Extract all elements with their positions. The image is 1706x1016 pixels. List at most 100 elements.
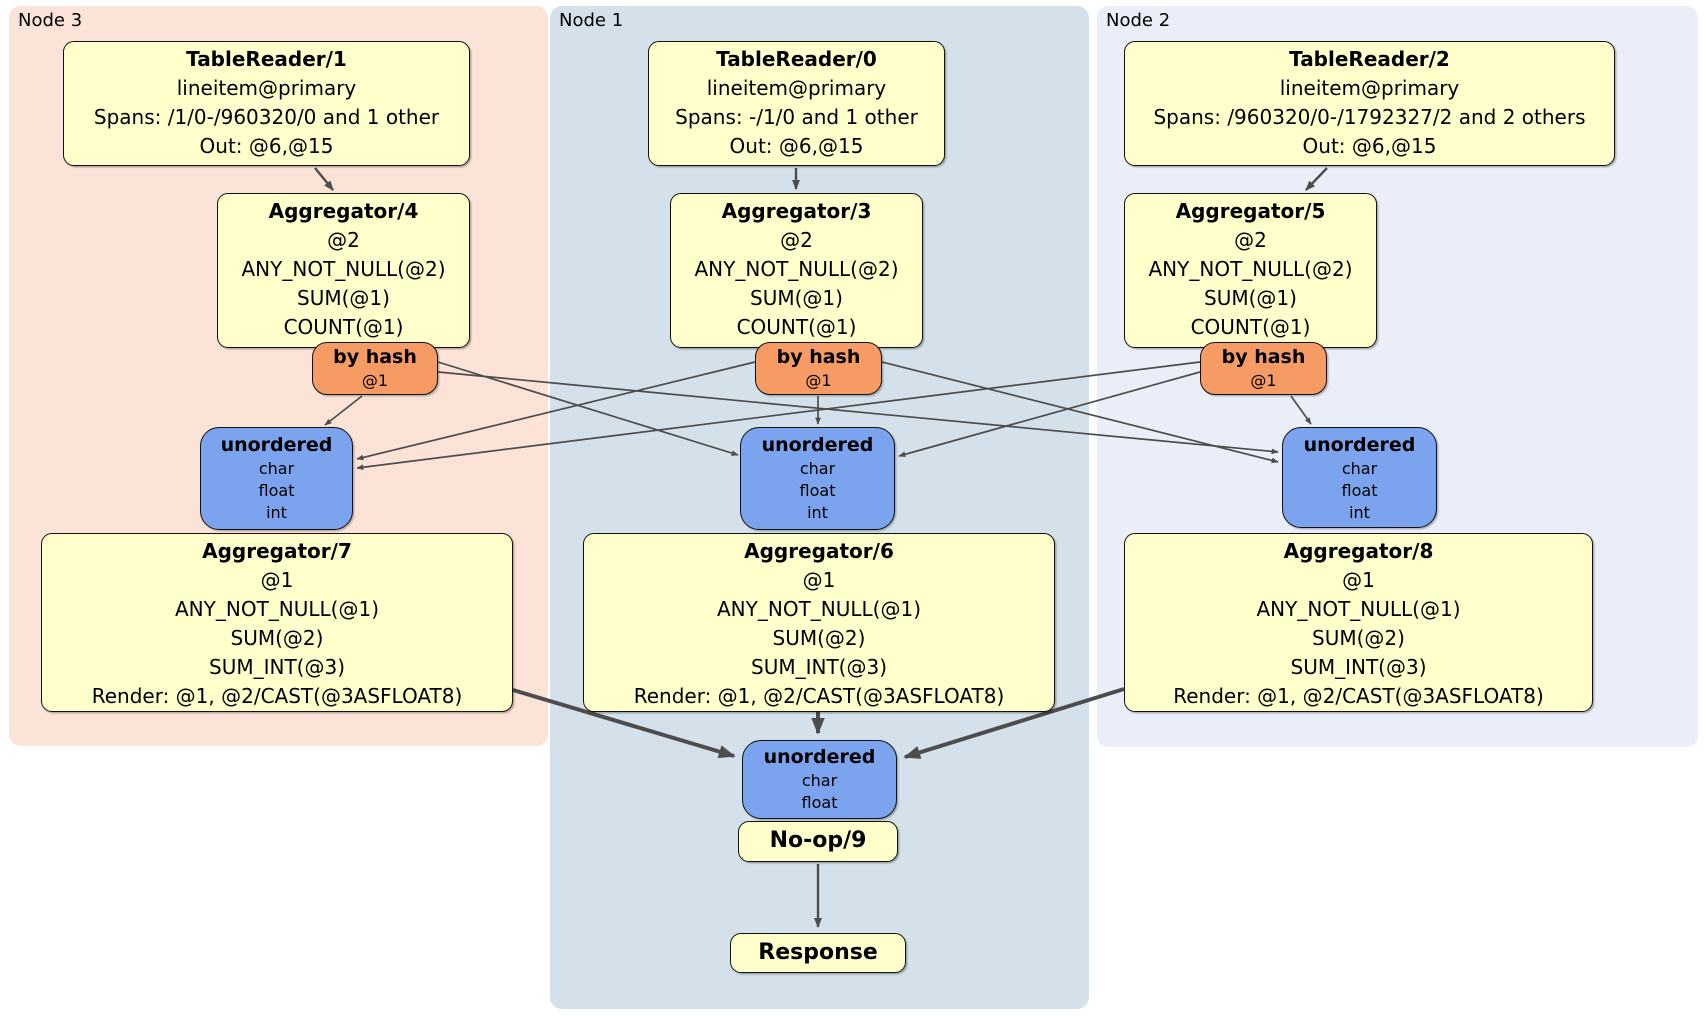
router-title: by hash	[1221, 346, 1306, 368]
processor-detail: SUM(@2)	[1312, 626, 1405, 650]
processor-detail: SUM(@2)	[230, 626, 324, 650]
hash-router-4: by hash @1	[312, 342, 438, 395]
edge-tr1-agg4	[314, 167, 334, 191]
processor-detail: Spans: -/1/0 and 1 other	[675, 105, 918, 129]
sync-detail: float	[258, 481, 295, 500]
edge-hash5-sync1	[898, 371, 1201, 458]
processor-detail: @2	[780, 228, 813, 252]
table-reader-1-box: TableReader/1 lineitem@primary Spans: /1…	[63, 41, 470, 166]
processor-detail: Render: @1, @2/CAST(@3ASFLOAT8)	[91, 684, 463, 708]
table-reader-2-box: TableReader/2 lineitem@primary Spans: /9…	[1124, 41, 1615, 166]
unordered-sync-node1: unordered char float int	[740, 427, 895, 530]
sync-detail: float	[1341, 481, 1378, 500]
hash-router-3: by hash @1	[755, 342, 882, 395]
sync-detail: char	[1341, 459, 1378, 478]
region-label: Node 2	[1106, 10, 1171, 31]
processor-detail: Out: @6,@15	[729, 134, 864, 158]
edge-hash4-sync3	[324, 395, 363, 426]
processor-detail: @2	[327, 228, 360, 252]
processor-detail: COUNT(@1)	[736, 315, 857, 339]
unordered-sync-node3: unordered char float int	[200, 427, 353, 530]
processor-detail: SUM(@1)	[1204, 286, 1297, 310]
processor-title: TableReader/0	[716, 47, 877, 71]
edge-tr2-agg5	[1305, 167, 1328, 191]
unordered-sync-node2: unordered char float int	[1282, 427, 1437, 528]
router-detail: @1	[361, 371, 389, 390]
unordered-sync-final: unordered char float	[742, 740, 897, 819]
processor-detail: COUNT(@1)	[1190, 315, 1311, 339]
edge-agg8-finalsync	[903, 687, 1125, 759]
processor-detail: SUM_INT(@3)	[1290, 655, 1427, 679]
processor-title: TableReader/2	[1289, 47, 1450, 71]
processor-detail: ANY_NOT_NULL(@1)	[1256, 597, 1461, 621]
router-detail: @1	[1250, 371, 1277, 390]
aggregator-6-box: Aggregator/6 @1 ANY_NOT_NULL(@1) SUM(@2)…	[583, 533, 1055, 712]
edge-hash4-sync2	[437, 371, 1279, 455]
processor-detail: @1	[1342, 568, 1375, 592]
processor-detail: Spans: /1/0-/960320/0 and 1 other	[93, 105, 440, 129]
edge-hash3-sync2	[881, 361, 1279, 464]
aggregator-3-box: Aggregator/3 @2 ANY_NOT_NULL(@2) SUM(@1)…	[670, 193, 923, 348]
sync-title: unordered	[763, 746, 876, 768]
processor-detail: SUM_INT(@3)	[209, 655, 345, 679]
aggregator-5-box: Aggregator/5 @2 ANY_NOT_NULL(@2) SUM(@1)…	[1124, 193, 1377, 348]
edge-hash3-sync3	[356, 361, 756, 461]
processor-detail: Out: @6,@15	[1302, 134, 1437, 158]
edge-agg7-finalsync	[512, 688, 736, 759]
processor-detail: SUM(@1)	[750, 286, 843, 310]
processor-detail: @1	[802, 568, 836, 592]
processor-detail: Render: @1, @2/CAST(@3ASFLOAT8)	[633, 684, 1005, 708]
processor-title: No-op/9	[769, 828, 867, 853]
processor-detail: SUM(@1)	[297, 286, 390, 310]
processor-title: Aggregator/4	[268, 199, 419, 223]
aggregator-8-box: Aggregator/8 @1 ANY_NOT_NULL(@1) SUM(@2)…	[1124, 533, 1593, 712]
processor-detail: Out: @6,@15	[199, 134, 334, 158]
processor-detail: lineitem@primary	[1279, 76, 1460, 100]
sync-detail: int	[807, 503, 828, 522]
processor-detail: ANY_NOT_NULL(@1)	[175, 597, 379, 621]
noop-9-box: No-op/9	[738, 821, 898, 862]
processor-detail: COUNT(@1)	[283, 315, 404, 339]
processor-title: Aggregator/6	[744, 539, 894, 563]
region-label: Node 3	[18, 10, 83, 31]
processor-title: TableReader/1	[186, 47, 347, 71]
edge-hash5-sync2	[1290, 395, 1312, 425]
sync-title: unordered	[220, 434, 333, 456]
processor-title: Aggregator/8	[1283, 539, 1434, 563]
processor-detail: ANY_NOT_NULL(@2)	[241, 257, 446, 281]
sync-detail: int	[1349, 503, 1370, 522]
processor-detail: ANY_NOT_NULL(@2)	[1148, 257, 1353, 281]
processor-detail: @1	[260, 568, 294, 592]
processor-detail: Render: @1, @2/CAST(@3ASFLOAT8)	[1173, 684, 1544, 708]
processor-detail: SUM_INT(@3)	[751, 655, 887, 679]
router-title: by hash	[333, 346, 417, 368]
response-box: Response	[730, 933, 906, 973]
processor-detail: SUM(@2)	[772, 626, 866, 650]
router-title: by hash	[776, 346, 861, 368]
region-label: Node 1	[559, 10, 624, 31]
hash-router-5: by hash @1	[1200, 342, 1327, 395]
table-reader-0-box: TableReader/0 lineitem@primary Spans: -/…	[648, 41, 945, 166]
processor-title: Aggregator/7	[202, 539, 352, 563]
edge-hash5-sync3	[356, 361, 1201, 471]
aggregator-4-box: Aggregator/4 @2 ANY_NOT_NULL(@2) SUM(@1)…	[217, 193, 470, 348]
processor-detail: ANY_NOT_NULL(@2)	[694, 257, 899, 281]
sync-detail: char	[799, 459, 836, 478]
processor-detail: lineitem@primary	[706, 76, 887, 100]
processor-detail: lineitem@primary	[176, 76, 357, 100]
sync-detail: float	[799, 481, 836, 500]
aggregator-7-box: Aggregator/7 @1 ANY_NOT_NULL(@1) SUM(@2)…	[41, 533, 513, 712]
sync-detail: int	[266, 503, 287, 522]
sync-title: unordered	[1303, 434, 1416, 456]
processor-detail: ANY_NOT_NULL(@1)	[717, 597, 921, 621]
processor-title: Response	[758, 940, 878, 965]
router-detail: @1	[805, 371, 832, 390]
processor-detail: Spans: /960320/0-/1792327/2 and 2 others	[1153, 105, 1586, 129]
processor-detail: @2	[1234, 228, 1267, 252]
sync-detail: char	[801, 771, 838, 790]
processor-title: Aggregator/3	[721, 199, 872, 223]
processor-title: Aggregator/5	[1175, 199, 1326, 223]
sync-title: unordered	[761, 434, 874, 456]
